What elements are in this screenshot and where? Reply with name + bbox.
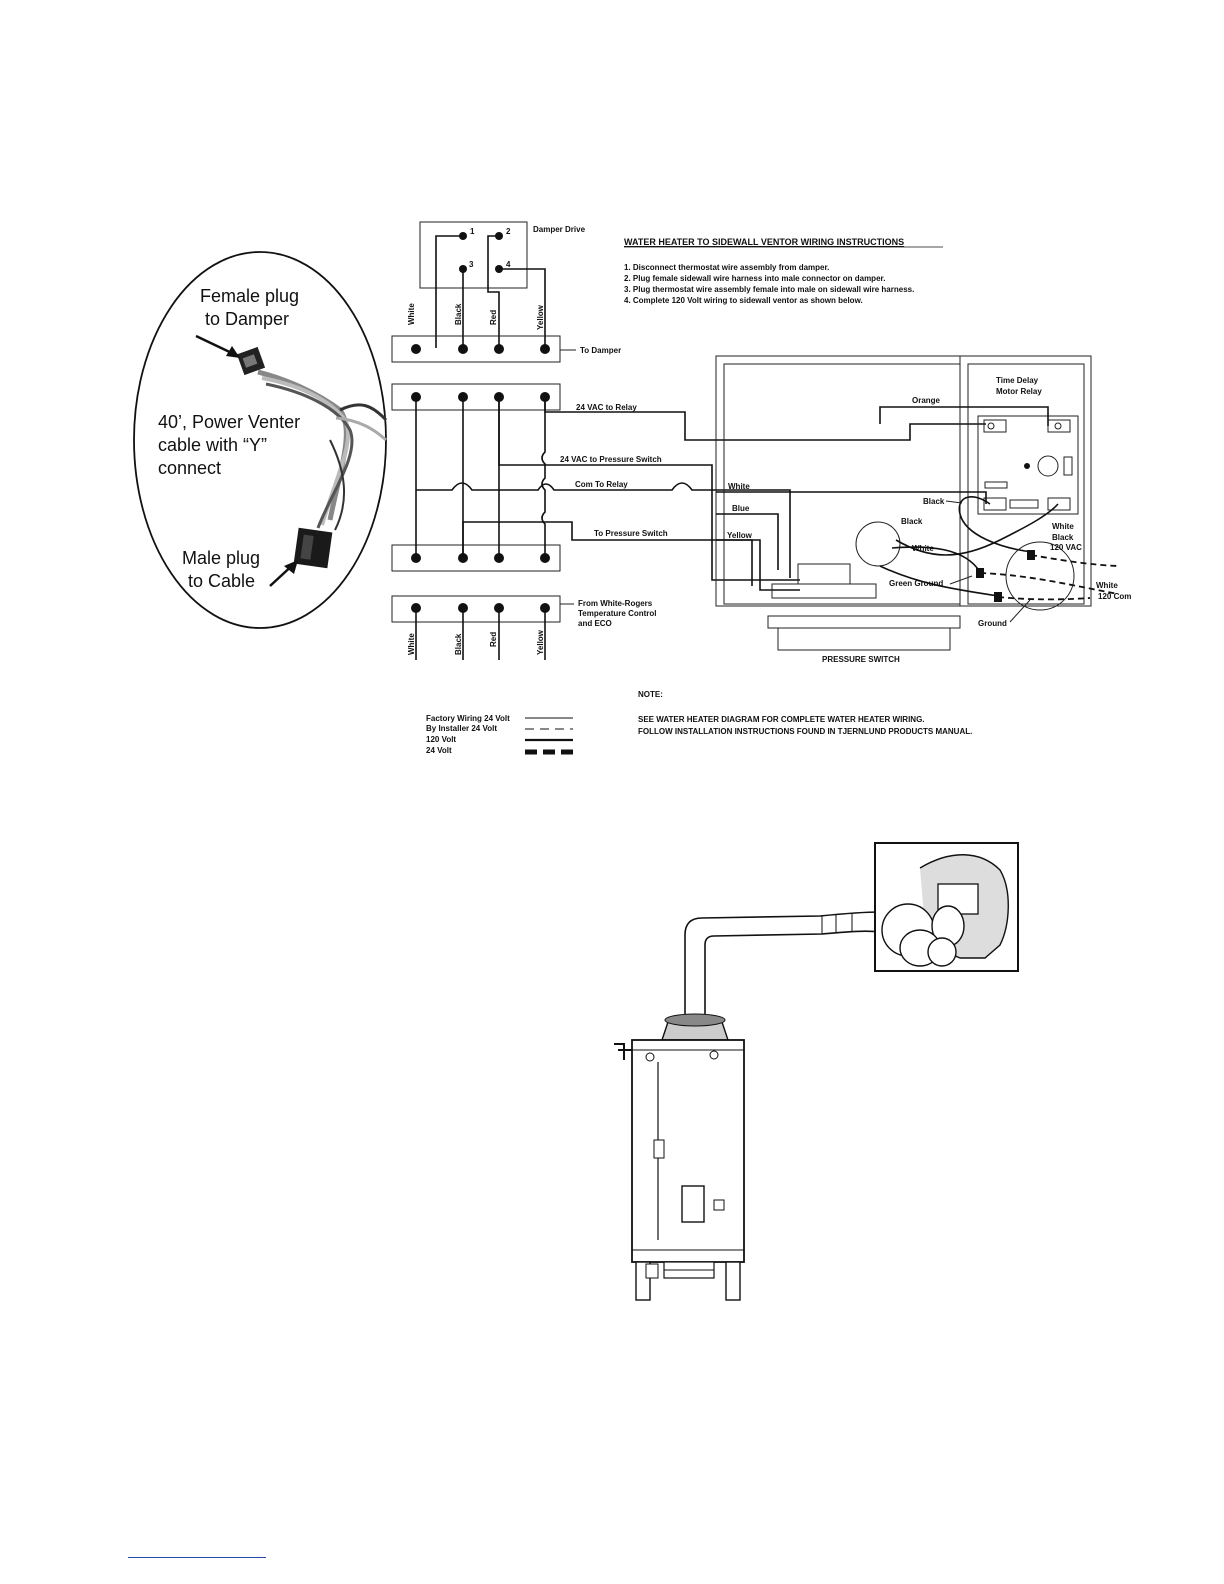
wire-label-yellow-bottom: Yellow [536, 629, 545, 655]
vac-relay-label: 24 VAC to Relay [576, 403, 637, 412]
terminal-1: 1 [470, 227, 475, 236]
from-white-rogers-2: Temperature Control [578, 609, 657, 618]
cable-photo-callout: Female plug to Damper 40’, Power Venter … [133, 251, 388, 629]
water-heater-tank [631, 1039, 745, 1263]
legend-120v: 120 Volt [426, 735, 456, 744]
wire-label-red-top: Red [489, 310, 498, 325]
cable-label-1: 40’, Power Venter [158, 412, 300, 432]
note-label: NOTE: [638, 690, 663, 699]
terminal-strip-harness-top [391, 383, 561, 411]
female-plug-label-1: Female plug [200, 286, 299, 306]
cable-photo [236, 346, 388, 569]
motor-relay-board [977, 415, 1079, 515]
instruction-step-3: 3. Plug thermostat wire assembly female … [624, 285, 914, 294]
wire-label-yellow-top: Yellow [536, 304, 545, 330]
female-plug-label-2: to Damper [205, 309, 289, 329]
white-120com-label: White [1096, 581, 1118, 590]
black-wire-label-2: Black [901, 517, 923, 526]
vac-pressure-label: 24 VAC to Pressure Switch [560, 455, 662, 464]
sidewall-ventor: Time Delay Motor Relay Orange White Blue… [715, 355, 1131, 664]
from-white-rogers-1: From White-Rogers [578, 599, 653, 608]
terminal-strip-harness-bottom [391, 544, 561, 572]
pressure-switch-label: PRESSURE SWITCH [822, 655, 900, 664]
black-wire-label-1: Black [923, 497, 945, 506]
orange-wire-label: Orange [912, 396, 941, 405]
wiring-legend: Factory Wiring 24 Volt By Installer 24 V… [426, 714, 573, 755]
vac120-label: 120 VAC [1050, 543, 1082, 552]
wire-label-black-bottom: Black [454, 633, 463, 655]
wire-label-white-bottom: White [407, 633, 416, 655]
legend-24v: 24 Volt [426, 746, 452, 755]
relay-label-2: Motor Relay [996, 387, 1042, 396]
cable-label-2: cable with “Y” [158, 435, 267, 455]
water-heater-illustration [614, 842, 1019, 1301]
ground-label: Ground [978, 619, 1007, 628]
male-plug-label-2: to Cable [188, 571, 255, 591]
male-plug-label-1: Male plug [182, 548, 260, 568]
to-pressure-label: To Pressure Switch [594, 529, 668, 538]
wire-label-white-top: White [407, 303, 416, 325]
wire-label-black-top: Black [454, 303, 463, 325]
cable-label-3: connect [158, 458, 221, 478]
damper-drive-label: Damper Drive [533, 225, 586, 234]
instructions-block: WATER HEATER TO SIDEWALL VENTOR WIRING I… [624, 237, 943, 305]
from-white-rogers-3: and ECO [578, 619, 612, 628]
com120-label: 120 Com [1098, 592, 1131, 601]
white-120vac-label: White [1052, 522, 1074, 531]
instruction-step-1: 1. Disconnect thermostat wire assembly f… [624, 263, 829, 272]
green-ground-label: Green Ground [889, 579, 943, 588]
instruction-step-2: 2. Plug female sidewall wire harness int… [624, 274, 885, 283]
terminal-3: 3 [469, 260, 474, 269]
terminal-4: 4 [506, 260, 511, 269]
footer-link-underline [128, 1557, 266, 1558]
to-damper-label: To Damper [580, 346, 621, 355]
instructions-title: WATER HEATER TO SIDEWALL VENTOR WIRING I… [624, 237, 904, 247]
damper-drive-box [419, 221, 528, 289]
blue-wire-label: Blue [732, 504, 750, 513]
terminal-strip-white-rogers: From White-Rogers Temperature Control an… [391, 595, 657, 660]
black-120vac-label: Black [1052, 533, 1074, 542]
ventor-motor [855, 521, 901, 567]
legend-installer-24v: By Installer 24 Volt [426, 724, 497, 733]
terminal-strip-to-damper: To Damper [391, 335, 621, 363]
com-relay-label: Com To Relay [575, 480, 628, 489]
note-line-1: SEE WATER HEATER DIAGRAM FOR COMPLETE WA… [638, 715, 925, 724]
legend-factory-24v: Factory Wiring 24 Volt [426, 714, 510, 723]
pressure-switch-body [797, 563, 851, 585]
white-wire-label: White [728, 482, 750, 491]
terminal-2: 2 [506, 227, 511, 236]
relay-label-1: Time Delay [996, 376, 1039, 385]
male-plug-image [293, 527, 333, 569]
note-block: NOTE: SEE WATER HEATER DIAGRAM FOR COMPL… [638, 690, 972, 736]
instruction-step-4: 4. Complete 120 Volt wiring to sidewall … [624, 296, 863, 305]
note-line-2: FOLLOW INSTALLATION INSTRUCTIONS FOUND I… [638, 727, 972, 736]
ventor-housing [715, 355, 1092, 607]
wire-label-red-bottom: Red [489, 632, 498, 647]
yellow-wire-label: Yellow [727, 531, 753, 540]
damper-drive: Damper Drive 1 2 3 4 [419, 221, 586, 348]
white-wire-label-2: White [912, 544, 934, 553]
harness-connections: 24 VAC to Relay 24 VAC to Pressure Switc… [416, 397, 986, 591]
